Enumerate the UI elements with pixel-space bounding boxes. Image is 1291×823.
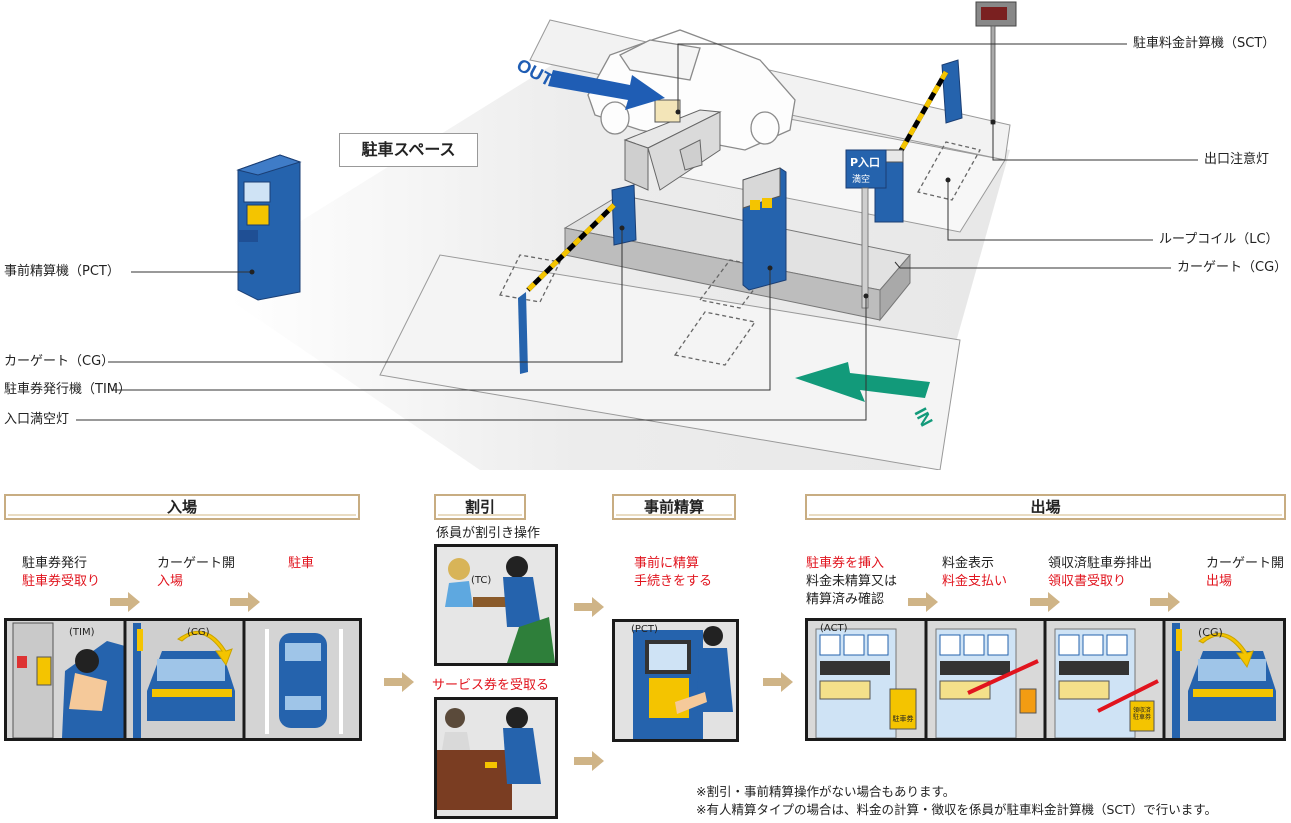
- svg-text:P入口: P入口: [850, 156, 880, 169]
- cg-tag: (CG): [187, 627, 210, 638]
- pct-machine-icon: [236, 154, 302, 301]
- tim-machine-icon: [742, 167, 787, 291]
- section-header-prepay: 事前精算: [612, 494, 736, 520]
- entry-car-gate-icon: [518, 184, 637, 374]
- entry-panels: (TIM) (CG): [4, 618, 362, 741]
- callout-exit-lamp: 出口注意灯: [1204, 152, 1270, 167]
- exit-step-3: 領収済駐車券排出領収書受取り: [1048, 556, 1153, 589]
- callout-entry-lamp: 入口満空灯: [4, 412, 70, 427]
- callout-cg-left: カーゲート（CG）: [4, 354, 115, 369]
- receipt-ticket-tag: 領収済駐車券: [1132, 707, 1151, 721]
- flow-arrow-icon: [574, 751, 604, 771]
- sct-display-icon: [975, 1, 1017, 125]
- exit-cg-tag: (CG): [1198, 626, 1223, 639]
- exit-step-4: カーゲート開出場: [1206, 556, 1285, 589]
- svg-text:満空: 満空: [852, 173, 870, 185]
- parking-stalls: [499, 141, 981, 366]
- act-tag: (ACT): [820, 623, 848, 634]
- flow-arrow-icon: [574, 597, 604, 617]
- discount-caption: 係員が割引き操作: [436, 526, 541, 541]
- flow-arrow-icon: [110, 592, 140, 612]
- flow-arrow-icon: [230, 592, 260, 612]
- entry-step-3: 駐車: [288, 556, 315, 571]
- entry-step-1: 駐車券発行駐車券受取り: [22, 556, 101, 589]
- note-1: ※割引・事前精算操作がない場合もあります。: [696, 784, 956, 799]
- flow-arrow-icon: [1030, 592, 1060, 612]
- prepay-caption: 事前に精算手続きをする: [634, 556, 713, 589]
- tc-tag: (TC): [471, 575, 492, 586]
- entry-lamp-sign-icon: P入口 満空: [845, 149, 887, 309]
- parking-space-label: 駐車スペース: [339, 133, 478, 167]
- callout-cg-right: カーゲート（CG）: [1177, 260, 1288, 275]
- tim-tag: (TIM): [69, 627, 95, 638]
- discount-panel-service: [434, 697, 558, 819]
- callout-lines: [76, 43, 1198, 421]
- prepay-panel-pct: (PCT): [612, 619, 739, 742]
- discount-panel-tc: (TC): [434, 544, 558, 666]
- section-header-exit: 出場: [805, 494, 1286, 520]
- flow-arrow-icon: [384, 672, 414, 692]
- callout-tim: 駐車券発行機（TIM）: [4, 382, 131, 397]
- exit-step-2: 料金表示料金支払い: [942, 556, 1008, 589]
- out-arrow-icon: [548, 70, 665, 110]
- callout-pct: 事前精算機（PCT）: [4, 264, 120, 279]
- callout-sct: 駐車料金計算機（SCT）: [1133, 36, 1276, 51]
- section-header-discount: 割引: [434, 494, 526, 520]
- callout-loop-coil: ループコイル（LC）: [1159, 232, 1279, 247]
- exit-step-1: 駐車券を挿入料金未精算又は精算済み確認: [806, 556, 898, 607]
- note-2: ※有人精算タイプの場合は、料金の計算・徴収を係員が駐車料金計算機（SCT）で行い…: [696, 802, 1218, 817]
- entry-step-2: カーゲート開入場: [157, 556, 236, 589]
- pct-tag: (PCT): [631, 624, 658, 635]
- flow-arrow-icon: [1150, 592, 1180, 612]
- parking-layout-illustration: OUT IN P入口 満空: [76, 1, 1198, 470]
- in-arrow-icon: [795, 362, 930, 402]
- exit-panels: (ACT) (CG) 駐車券 領収済駐車券: [805, 618, 1286, 741]
- section-header-entry: 入場: [4, 494, 360, 520]
- attendant-booth: [623, 99, 722, 191]
- flow-arrow-icon: [908, 592, 938, 612]
- ticket-tag: 駐車券: [892, 715, 914, 723]
- discount-service-caption: サービス券を受取る: [432, 678, 550, 693]
- flow-arrow-icon: [763, 672, 793, 692]
- car-outline-icon: [587, 29, 796, 151]
